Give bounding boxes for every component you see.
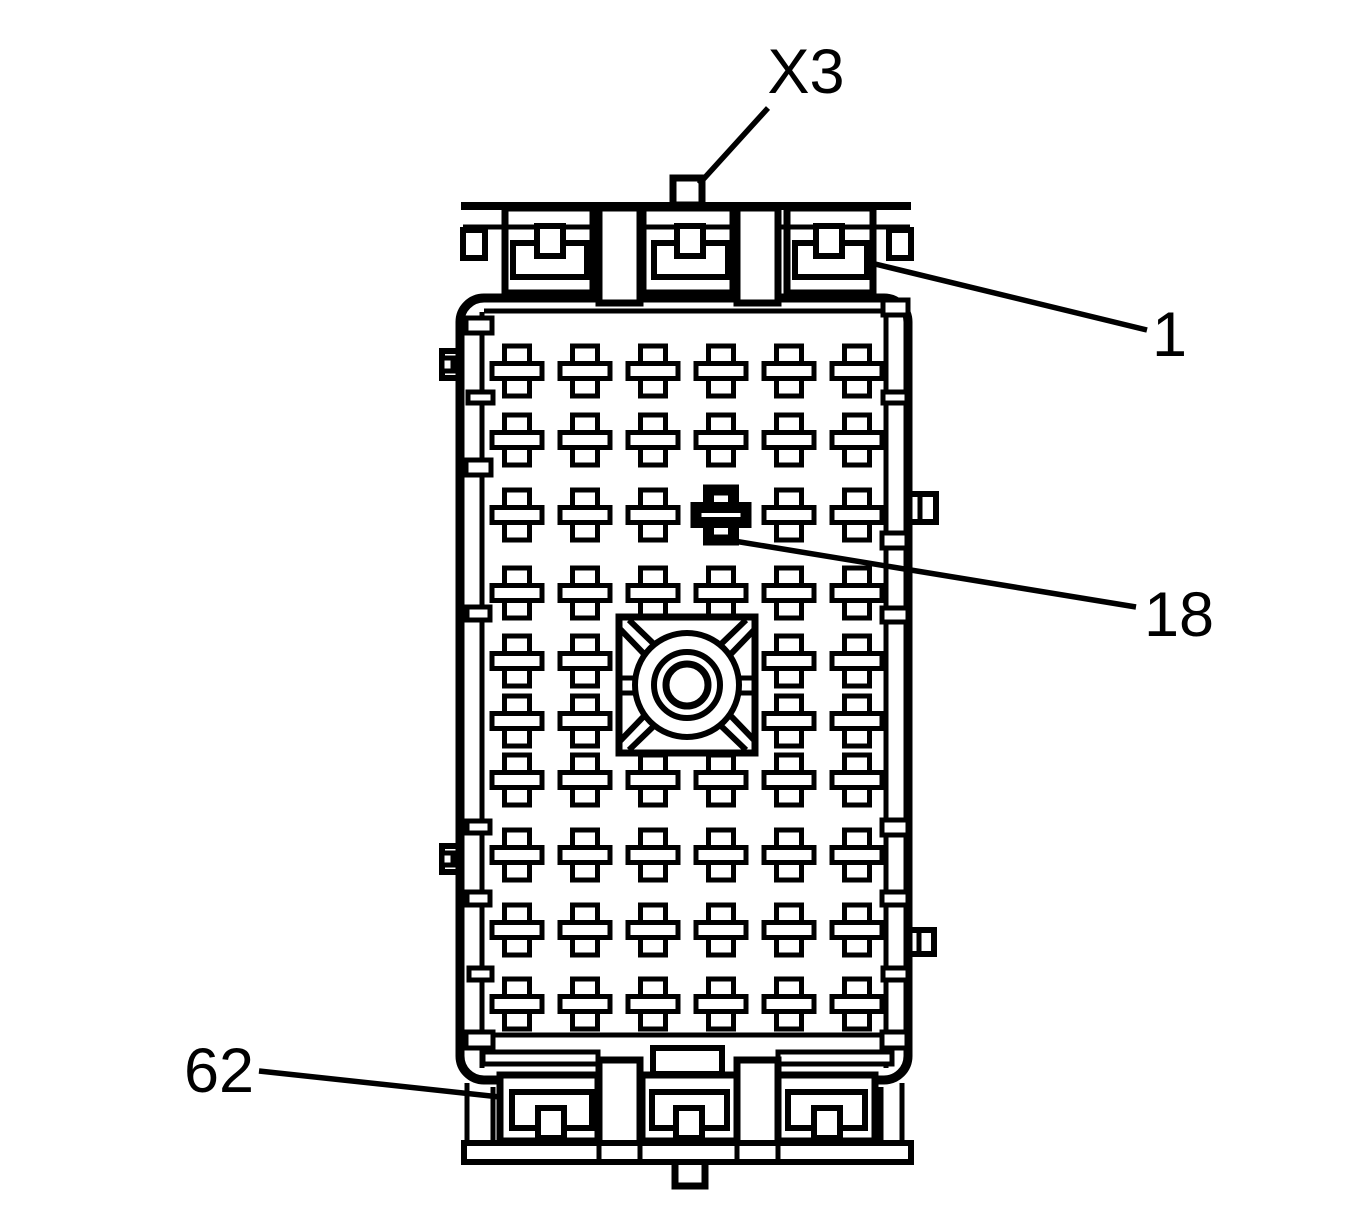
- terminal-pin: [557, 711, 613, 731]
- terminal-pin: [557, 651, 613, 671]
- terminal-pin: [557, 583, 613, 603]
- terminal-pin: [761, 361, 817, 381]
- terminal-pin: [761, 994, 817, 1014]
- terminal-pin: [489, 994, 545, 1014]
- boss-diagonal: [725, 626, 758, 660]
- cavity-latch-tab: [535, 1105, 567, 1141]
- terminal-pin: [761, 770, 817, 790]
- cavity-latch-tab: [813, 223, 845, 259]
- boss-diagonal: [715, 617, 749, 650]
- terminal-pin: [625, 583, 681, 603]
- top-cavity-row: [460, 202, 914, 307]
- terminal-pin: [761, 583, 817, 603]
- terminal-pin: [625, 845, 681, 865]
- rail-blocks: [463, 297, 911, 1051]
- cavity-separator: [595, 1056, 644, 1148]
- boss-diagonal: [617, 710, 650, 744]
- terminal-pin: [829, 361, 885, 381]
- terminal-pin: [557, 845, 613, 865]
- terminal-pin: [625, 430, 681, 450]
- cavity-separator: [595, 204, 644, 307]
- terminal-pin: [489, 583, 545, 603]
- terminal-pin: [625, 770, 681, 790]
- terminal-pin: [829, 505, 885, 525]
- cavity-latch-tab: [534, 223, 566, 259]
- terminal-pin: [829, 651, 885, 671]
- terminal-pin: [761, 430, 817, 450]
- terminal-pin: [829, 430, 885, 450]
- callout-label-pin-62: 62: [184, 1036, 254, 1106]
- terminal-pin: [625, 994, 681, 1014]
- bottom-cavity-row: [461, 1045, 914, 1165]
- terminal-pin: [761, 920, 817, 940]
- terminal-pin: [693, 361, 749, 381]
- terminal-pin: [761, 651, 817, 671]
- terminal-pin: [489, 920, 545, 940]
- terminal-pin: [761, 711, 817, 731]
- cavity-separator: [733, 1056, 782, 1148]
- bottom-right-bar: [775, 1049, 895, 1067]
- bottom-left-bar: [480, 1049, 601, 1067]
- terminal-pin: [693, 770, 749, 790]
- leader-line: [733, 538, 1137, 610]
- terminal-pin: [829, 920, 885, 940]
- terminal-pin-highlighted: [690, 502, 752, 528]
- terminal-pin: [625, 505, 681, 525]
- boss-diagonal: [617, 626, 650, 660]
- terminal-pin: [557, 361, 613, 381]
- leader-line: [870, 260, 1148, 333]
- cavity-latch-tab: [811, 1105, 843, 1141]
- terminal-pin: [489, 651, 545, 671]
- terminal-pin: [829, 583, 885, 603]
- leader-line: [258, 1068, 501, 1100]
- terminal-pin: [829, 845, 885, 865]
- cavity-separator: [733, 204, 782, 307]
- terminal-pin: [761, 845, 817, 865]
- terminal-pin: [557, 505, 613, 525]
- bottom-strip: [461, 1140, 914, 1165]
- terminal-pin: [693, 994, 749, 1014]
- center-bolt-boss: [615, 613, 759, 757]
- boss-diagonal: [715, 720, 749, 753]
- terminal-grid: [489, 343, 885, 1032]
- terminal-pin: [693, 430, 749, 450]
- terminal-pin: [489, 505, 545, 525]
- callout-label-pin-18: 18: [1144, 580, 1214, 650]
- terminal-pin: [557, 994, 613, 1014]
- terminal-pin: [829, 770, 885, 790]
- top-right-notch: [886, 227, 914, 261]
- left-tab-upper-notch: [439, 355, 456, 374]
- boss-diagonal: [725, 710, 758, 744]
- terminal-pin: [557, 770, 613, 790]
- callout-label-x3: X3: [767, 37, 844, 107]
- cavity-latch-tab: [674, 223, 706, 259]
- terminal-pin: [489, 361, 545, 381]
- terminal-pin: [829, 994, 885, 1014]
- callout-leader-lines: [258, 106, 1148, 1100]
- callout-labels: X3 1 18 62: [184, 37, 1214, 1106]
- left-tab-lower-notch: [439, 850, 456, 868]
- cavity-latch-tab: [673, 1105, 705, 1141]
- terminal-pin: [625, 361, 681, 381]
- terminal-pin: [489, 845, 545, 865]
- terminal-pin: [489, 711, 545, 731]
- terminal-pin: [557, 430, 613, 450]
- terminal-pin: [829, 711, 885, 731]
- bottom-center-box: [650, 1045, 725, 1077]
- terminal-pin: [489, 430, 545, 450]
- terminal-pin: [693, 583, 749, 603]
- leader-line: [696, 106, 771, 186]
- terminal-pin: [489, 770, 545, 790]
- top-left-notch: [460, 227, 488, 261]
- terminal-pin: [693, 920, 749, 940]
- callout-label-pin-1: 1: [1152, 300, 1187, 370]
- terminal-pin: [625, 920, 681, 940]
- terminal-pin: [693, 845, 749, 865]
- terminal-pin: [557, 920, 613, 940]
- boss-inner-ring: [662, 660, 712, 710]
- terminal-pin: [761, 505, 817, 525]
